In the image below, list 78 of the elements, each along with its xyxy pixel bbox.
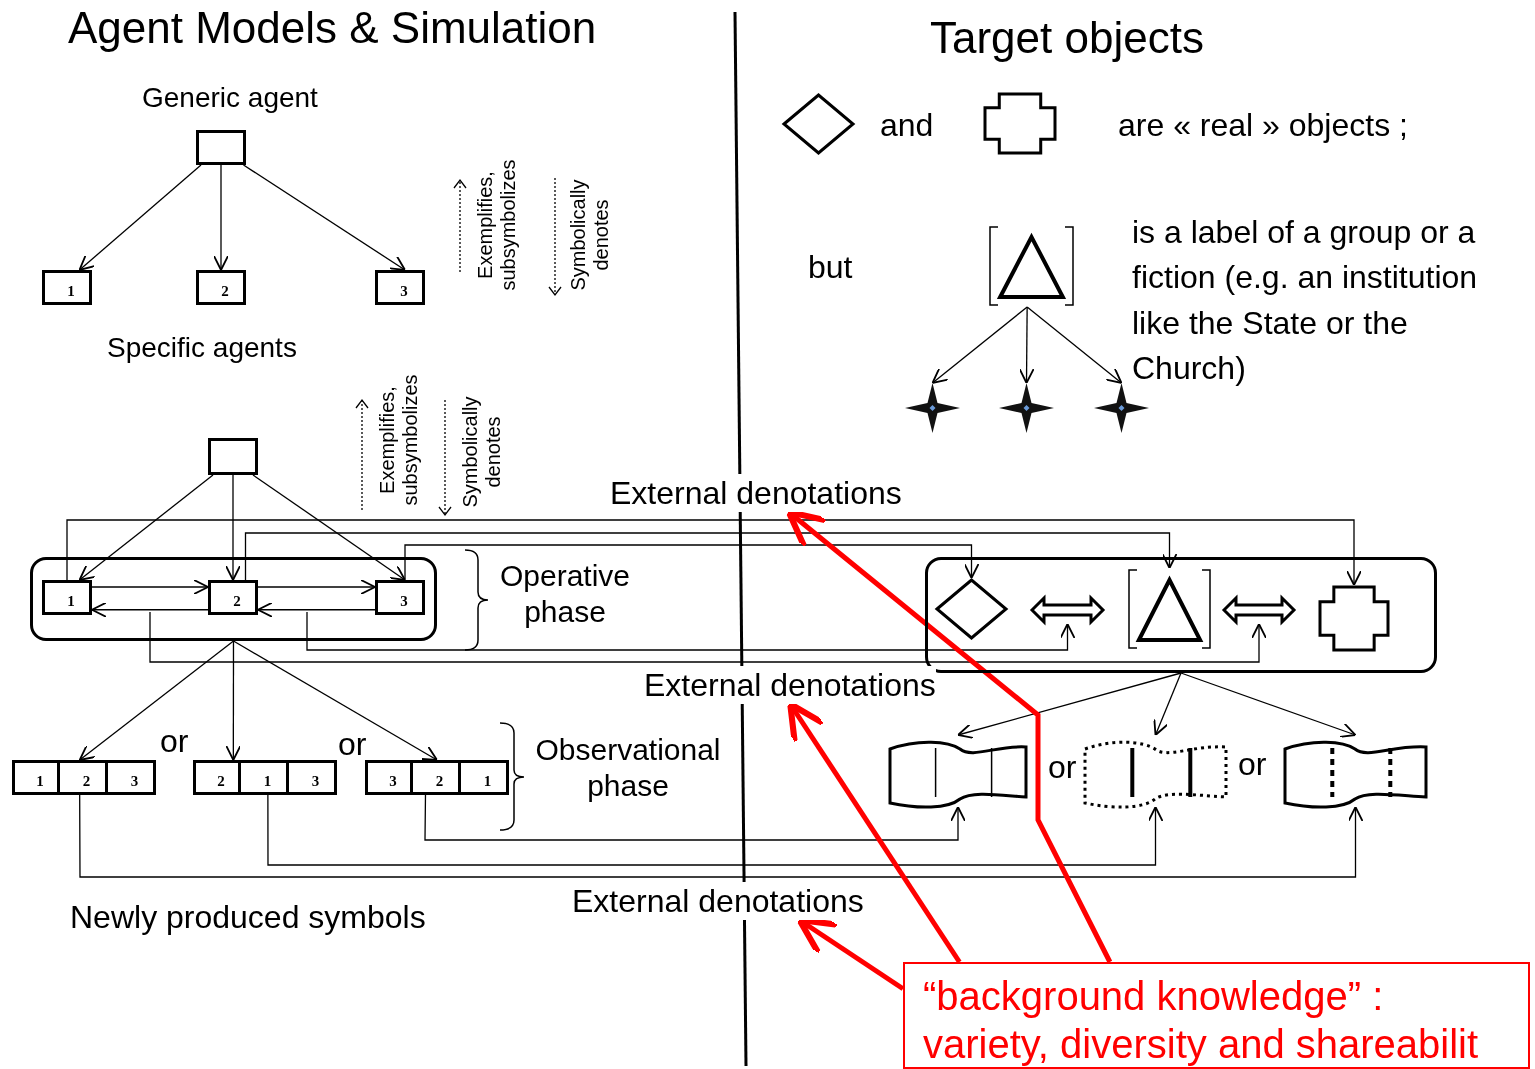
cross-shape bbox=[1318, 585, 1390, 652]
arrow bbox=[257, 579, 376, 595]
double-arrow-symbol bbox=[1222, 596, 1296, 624]
arrow bbox=[1026, 306, 1123, 384]
arrow bbox=[91, 601, 209, 618]
cross-shape bbox=[983, 92, 1057, 155]
symbol-cell: 3 bbox=[365, 760, 413, 795]
text-label: Symbolically denotes bbox=[459, 395, 505, 510]
symbol-cell: 2 bbox=[410, 760, 461, 795]
agent-box: 3 bbox=[375, 580, 425, 615]
arrow bbox=[78, 640, 235, 761]
diamond-shape bbox=[935, 578, 1008, 640]
denotation-label: External denotations bbox=[610, 474, 902, 512]
arrow bbox=[213, 164, 229, 271]
diamond-shape bbox=[782, 93, 855, 155]
symbol-cell: 3 bbox=[286, 760, 337, 795]
arrow bbox=[244, 532, 1178, 581]
arrow bbox=[78, 164, 202, 271]
arrow bbox=[424, 794, 966, 841]
arrow bbox=[252, 474, 406, 581]
arrow bbox=[225, 640, 242, 761]
arrow bbox=[242, 164, 406, 271]
text-label: Exemplifies, subsymbolizes bbox=[376, 373, 422, 508]
double-arrow-symbol bbox=[1030, 596, 1105, 624]
section-heading: Target objects bbox=[930, 12, 1204, 64]
agent-box: 3 bbox=[375, 270, 425, 305]
callout-box: “background knowledge” : variety, diversity and shareabilit bbox=[903, 962, 1530, 1069]
agent-box: 1 bbox=[42, 580, 92, 615]
text-label: but bbox=[808, 248, 853, 287]
arrow bbox=[1153, 672, 1182, 736]
text-label: Operative phase bbox=[498, 558, 632, 630]
arrow bbox=[957, 672, 1182, 739]
arrow bbox=[404, 544, 980, 581]
arrow bbox=[225, 474, 241, 581]
agent-box: 2 bbox=[196, 270, 246, 305]
arrow bbox=[78, 474, 214, 581]
symbol-cell: 1 bbox=[238, 760, 289, 795]
arrow bbox=[66, 519, 1362, 586]
text-label: Exemplifies, subsymbolizes bbox=[474, 158, 520, 293]
symbol-cell: 3 bbox=[105, 760, 156, 795]
text-label: Observational phase bbox=[534, 732, 722, 804]
arrow bbox=[1018, 306, 1035, 384]
symbol-cell: 1 bbox=[12, 760, 60, 795]
symbol-cell: 2 bbox=[57, 760, 108, 795]
arrow bbox=[149, 611, 1267, 663]
arrow bbox=[267, 794, 1164, 866]
arrow bbox=[1180, 672, 1357, 738]
text-label: Specific agents bbox=[107, 331, 297, 365]
text-label: Newly produced symbols bbox=[70, 898, 426, 937]
agent-box: 2 bbox=[208, 580, 258, 615]
group-frame bbox=[925, 557, 1437, 673]
text-label: or bbox=[1238, 745, 1267, 784]
arrow bbox=[232, 640, 438, 761]
arrow bbox=[79, 794, 1364, 878]
section-heading: Agent Models & Simulation bbox=[68, 2, 597, 54]
star-icon bbox=[905, 383, 960, 433]
denotation-label: External denotations bbox=[644, 666, 936, 704]
text-label: or bbox=[1048, 748, 1077, 787]
symbol-cell: 1 bbox=[458, 760, 509, 795]
arrow bbox=[257, 601, 376, 618]
arrow bbox=[306, 611, 1076, 651]
text-label: or bbox=[338, 725, 367, 764]
agent-box bbox=[208, 438, 258, 475]
agent-box: 1 bbox=[42, 270, 92, 305]
arrow bbox=[931, 306, 1028, 384]
text-label: or bbox=[160, 722, 189, 761]
text-label: are « real » objects ; bbox=[1118, 106, 1408, 145]
symbol-cell: 2 bbox=[193, 760, 241, 795]
node-heading: Generic agent bbox=[142, 82, 318, 114]
triangle-symbol bbox=[988, 225, 1075, 307]
denotation-label: External denotations bbox=[572, 882, 864, 920]
text-label: is a label of a group or a fiction (e.g. an institution like the State or the Church) bbox=[1132, 213, 1479, 389]
group-frame bbox=[30, 557, 437, 641]
text-label: and bbox=[880, 106, 934, 145]
text-label: Symbolically denotes bbox=[567, 178, 613, 293]
arrow bbox=[91, 579, 209, 595]
triangle-symbol bbox=[1127, 568, 1212, 650]
star-icon bbox=[999, 383, 1054, 433]
